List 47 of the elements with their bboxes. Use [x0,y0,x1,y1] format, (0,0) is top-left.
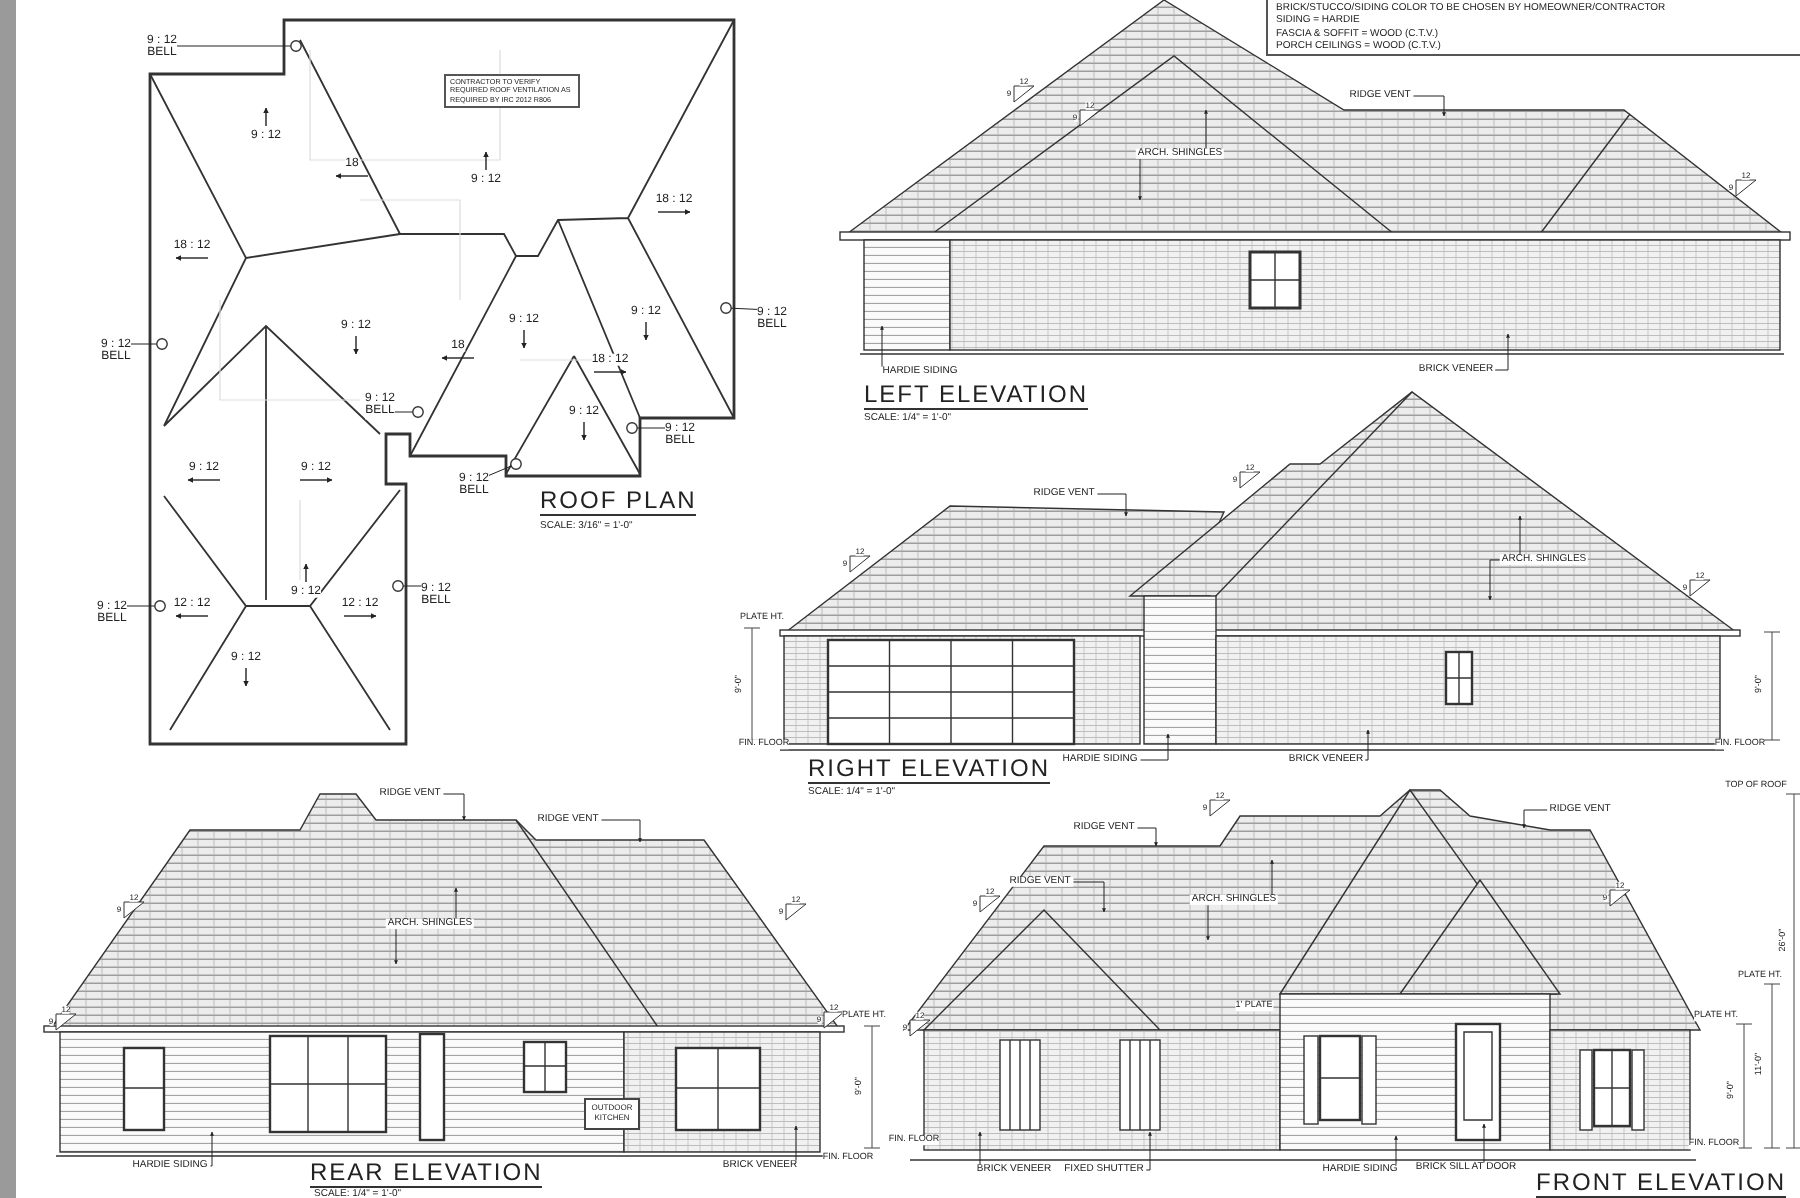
leader-line [1482,1123,1486,1164]
bell-circle [156,338,168,350]
leader-line [1136,827,1158,847]
leader-line [1518,515,1522,556]
leader-line [1096,493,1128,517]
leader-line [1072,881,1106,913]
leader-line [1138,158,1142,201]
leader-line [488,465,512,476]
view-title: RIGHT ELEVATION [808,756,1051,785]
leader-line [1270,859,1274,896]
view-title: ROOF PLAN [540,488,697,517]
leader-line [454,887,458,920]
bell-circle [720,302,732,314]
view-title: REAR ELEVATION [310,1160,543,1189]
leader-line [394,411,414,413]
view-title: LEFT ELEVATION [864,382,1089,411]
leader-line [1412,95,1446,117]
leader-line [978,1131,982,1166]
bell-circle [626,422,638,434]
leader-line [1139,733,1170,761]
leader-line [1206,904,1210,941]
leader-line [394,928,398,965]
leader-line [126,605,156,607]
leader-line [1145,1131,1152,1171]
leader-line [794,1125,798,1162]
leader-line [1364,729,1370,761]
leader-line [209,1131,214,1167]
notes-box [1266,0,1800,56]
view-title: FRONT ELEVATION [1536,1170,1787,1198]
leader-line [442,793,466,821]
leader-line [1488,559,1501,601]
bell-circle [392,580,404,592]
leader-line [1394,1135,1398,1166]
bell-circle [154,600,166,612]
bell-circle [290,40,302,52]
bell-circle [412,406,424,418]
leader-line [130,343,158,345]
bell-circle [510,458,522,470]
leader-line [730,307,758,310]
leader-line [1204,109,1208,150]
leader-line [402,585,422,587]
leader-line [880,325,884,368]
leader-line [636,427,666,429]
leader-line [176,45,292,47]
leader-line [600,819,642,843]
leader-line [1494,333,1510,371]
leader-line [1522,809,1548,829]
